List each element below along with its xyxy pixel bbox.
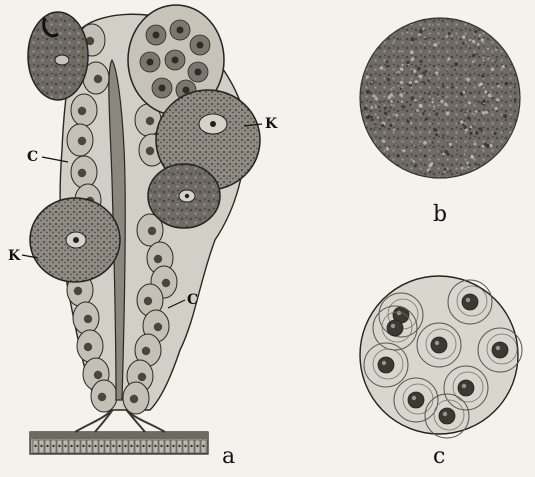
- small-cell: [71, 94, 97, 126]
- small-cell: [91, 380, 117, 412]
- small-cell: [77, 330, 103, 362]
- figure-b-disc: [360, 18, 520, 178]
- small-cell: [71, 156, 97, 188]
- label-k-upper: K: [265, 117, 277, 131]
- large-cell-middle: [148, 164, 220, 228]
- label-k-lower: K: [8, 249, 20, 263]
- large-cell-k-lower: [30, 198, 120, 282]
- label-fig-b: b: [433, 204, 447, 226]
- figure-a-gland: [22, 5, 262, 454]
- base-epithelium: [30, 432, 208, 454]
- label-fig-a: a: [222, 446, 235, 468]
- small-cell: [67, 124, 93, 156]
- label-fig-c: c: [433, 446, 445, 468]
- large-cell-top-left: [28, 12, 88, 100]
- figure-c-disc: [360, 276, 522, 438]
- small-cell: [123, 382, 149, 414]
- small-cell: [73, 302, 99, 334]
- label-c-right: C: [187, 293, 198, 307]
- label-c-left: C: [27, 150, 38, 164]
